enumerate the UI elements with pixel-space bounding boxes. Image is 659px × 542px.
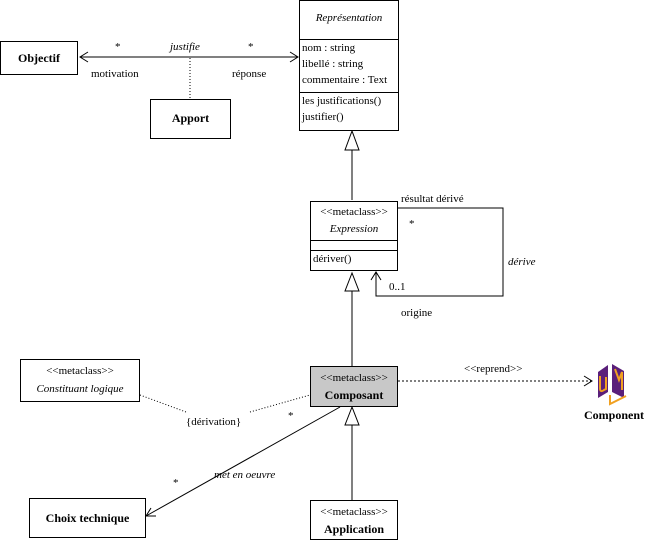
derivation-dotted [139,394,187,413]
class-apport-name: Apport [171,111,210,125]
gen-triangle-expression [344,271,360,292]
label-star-derive: * [409,218,415,230]
class-application-stereotype: <<metaclass>> [320,506,388,518]
class-application-name: Application [323,522,384,536]
assoc-met-en-oeuvre-arrowhead [145,507,156,517]
expression-attributes [311,240,397,251]
uml-logo-icon [598,364,627,406]
representation-attr-libelle: libellé : string [302,58,364,70]
representation-operations: les justifications() justifier() [300,92,398,125]
representation-op-justifier: justifier() [302,111,344,123]
label-justifie: justifie [170,41,200,53]
arrow-head-left [79,51,89,63]
class-constituant-logique[interactable]: <<metaclass>> Constituant logique [20,359,140,402]
class-objectif[interactable]: Objectif [0,41,78,75]
self-assoc-derive [375,207,504,297]
label-derive: dérive [508,256,536,268]
component-label: Component [584,408,645,422]
label-derivation: {dérivation} [186,416,242,428]
class-choix-technique-name: Choix technique [45,511,130,525]
class-objectif-name: Objectif [18,51,60,65]
class-expression[interactable]: <<metaclass>> Expression dériver() [310,201,398,271]
representation-attr-commentaire: commentaire : Text [302,74,388,86]
class-expression-name: Expression [329,223,379,235]
gen-triangle-representation [344,129,360,151]
representation-attr-nom: nom : string [302,42,356,54]
class-constituant-name: Constituant logique [36,383,124,395]
class-composant-name: Composant [324,388,384,402]
label-origine: origine [401,307,433,319]
class-choix-technique[interactable]: Choix technique [29,498,146,538]
label-reponse: réponse [232,68,267,80]
label-star-left: * [115,41,121,53]
label-motivation: motivation [91,68,139,80]
expression-operations: dériver() [311,250,397,267]
expression-op-deriver: dériver() [313,253,352,265]
label-met-en-oeuvre: met en oeuvre [214,469,276,481]
class-composant[interactable]: <<metaclass>> Composant [310,366,398,407]
label-star-right: * [248,41,254,53]
label-reprend: <<reprend>> [464,363,523,375]
self-assoc-arrowhead [370,271,382,281]
label-star-choix: * [173,477,179,489]
class-expression-stereotype: <<metaclass>> [320,206,388,218]
arrow-head-right [289,51,299,63]
gen-triangle-composant [344,405,360,426]
label-star-composant: * [288,410,294,422]
class-representation[interactable]: Représentation nom : string libellé : st… [299,0,399,131]
representation-attributes: nom : string libellé : string commentair… [300,39,398,88]
class-apport[interactable]: Apport [150,99,231,139]
class-application[interactable]: <<metaclass>> Application [310,500,398,540]
class-representation-name: Représentation [315,12,383,24]
label-resultat-derive: résultat dérivé [401,193,464,205]
assoc-met-en-oeuvre [145,406,341,517]
dep-reprend-arrowhead [583,375,593,387]
class-constituant-stereotype: <<metaclass>> [46,365,114,377]
class-composant-stereotype: <<metaclass>> [320,372,388,384]
label-zero-one: 0..1 [389,281,406,293]
derivation-dotted-right [249,394,311,413]
representation-op-justifications: les justifications() [302,95,382,107]
